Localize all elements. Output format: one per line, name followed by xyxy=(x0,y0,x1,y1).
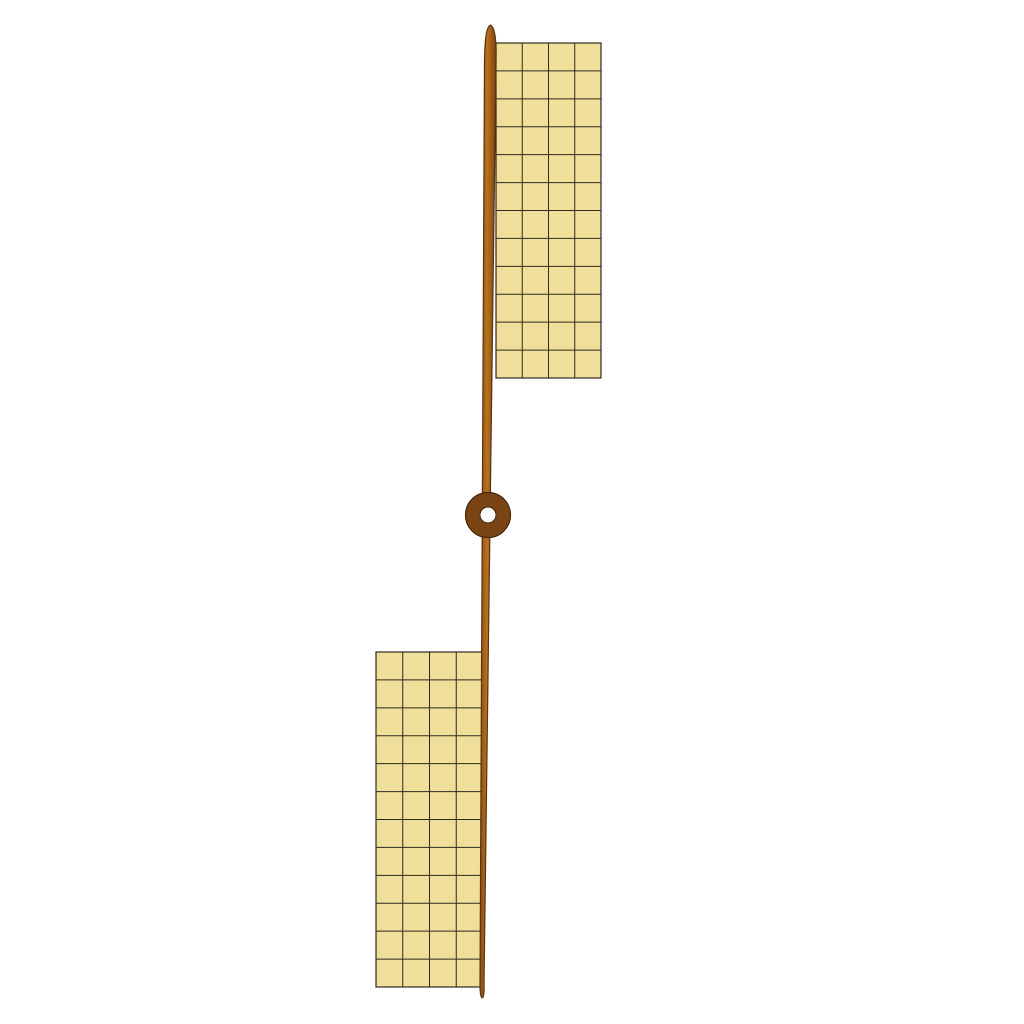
lower-panel-grid-lines xyxy=(376,652,483,987)
hub-ring xyxy=(464,491,512,539)
upper-grid-panel xyxy=(495,42,602,379)
upper-panel-grid-lines xyxy=(496,43,601,378)
lower-grid-panel xyxy=(375,651,484,988)
hub-hole xyxy=(479,506,497,524)
